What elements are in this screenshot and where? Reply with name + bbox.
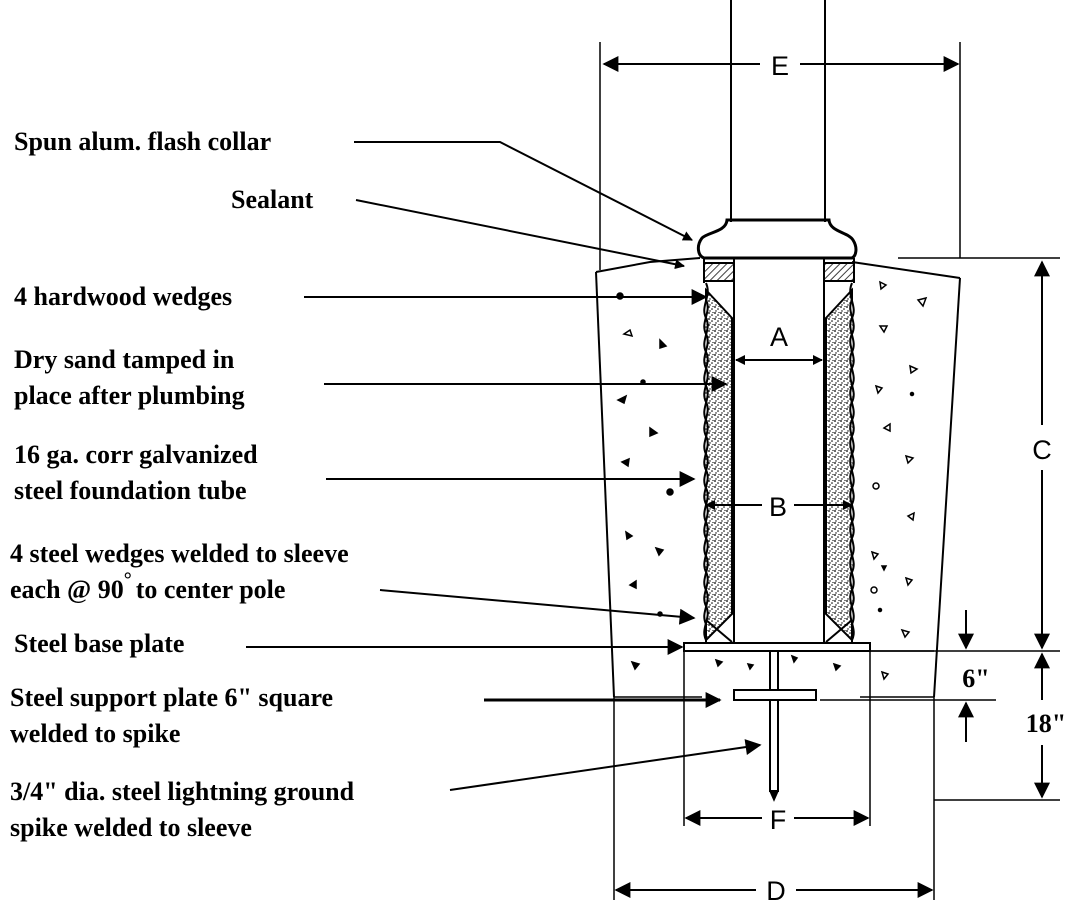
flash-collar (696, 218, 858, 260)
label-tube-2: steel foundation tube (14, 476, 247, 505)
extension-lines (599, 42, 1060, 900)
label-steel-wedges-2: each @ 90°to center pole (10, 569, 285, 604)
steel-support-plate (733, 689, 817, 701)
label-steel-wedges-2a: each @ 90 (10, 575, 124, 604)
dim-label-f: F (770, 805, 787, 835)
hardwood-wedges (703, 262, 855, 282)
dim-label-d: D (766, 876, 786, 906)
label-base-plate: Steel base plate (14, 629, 184, 658)
inner-pole (703, 258, 855, 642)
leader-lines (246, 141, 762, 791)
dim-label-c: C (1032, 435, 1052, 465)
steel-wedges (705, 619, 853, 643)
label-dry-sand-2: place after plumbing (14, 381, 245, 410)
label-support-plate-1: Steel support plate 6" square (10, 683, 333, 712)
label-sealant: Sealant (231, 185, 314, 214)
dim-label-e: E (771, 51, 789, 81)
label-steel-wedges-1: 4 steel wedges welded to sleeve (10, 539, 349, 568)
callout-labels: Spun alum. flash collar Sealant 4 hardwo… (10, 127, 355, 842)
label-flash-collar: Spun alum. flash collar (14, 127, 271, 156)
label-dry-sand-1: Dry sand tamped in (14, 345, 235, 374)
ground-spike (769, 650, 779, 802)
pole (730, 0, 826, 222)
dim-label-b: B (769, 492, 787, 522)
degree-symbol: ° (124, 569, 132, 591)
corrugated-tube (703, 282, 855, 642)
concrete-foundation (595, 257, 961, 698)
label-ground-spike-2: spike welded to sleeve (10, 813, 252, 842)
label-hardwood-wedges: 4 hardwood wedges (14, 282, 232, 311)
dimension-lines (602, 56, 1050, 898)
dimension-labels: E A B C F D 6" 18" (766, 51, 1066, 906)
dim-label-18in: 18" (1026, 709, 1066, 738)
steel-base-plate (683, 642, 871, 652)
dim-label-a: A (770, 322, 788, 352)
dim-label-6in: 6" (962, 664, 989, 693)
label-steel-wedges-2b: to center pole (136, 575, 286, 604)
label-tube-1: 16 ga. corr galvanized (14, 440, 258, 469)
label-ground-spike-1: 3/4" dia. steel lightning ground (10, 777, 355, 806)
label-support-plate-2: welded to spike (10, 719, 180, 748)
